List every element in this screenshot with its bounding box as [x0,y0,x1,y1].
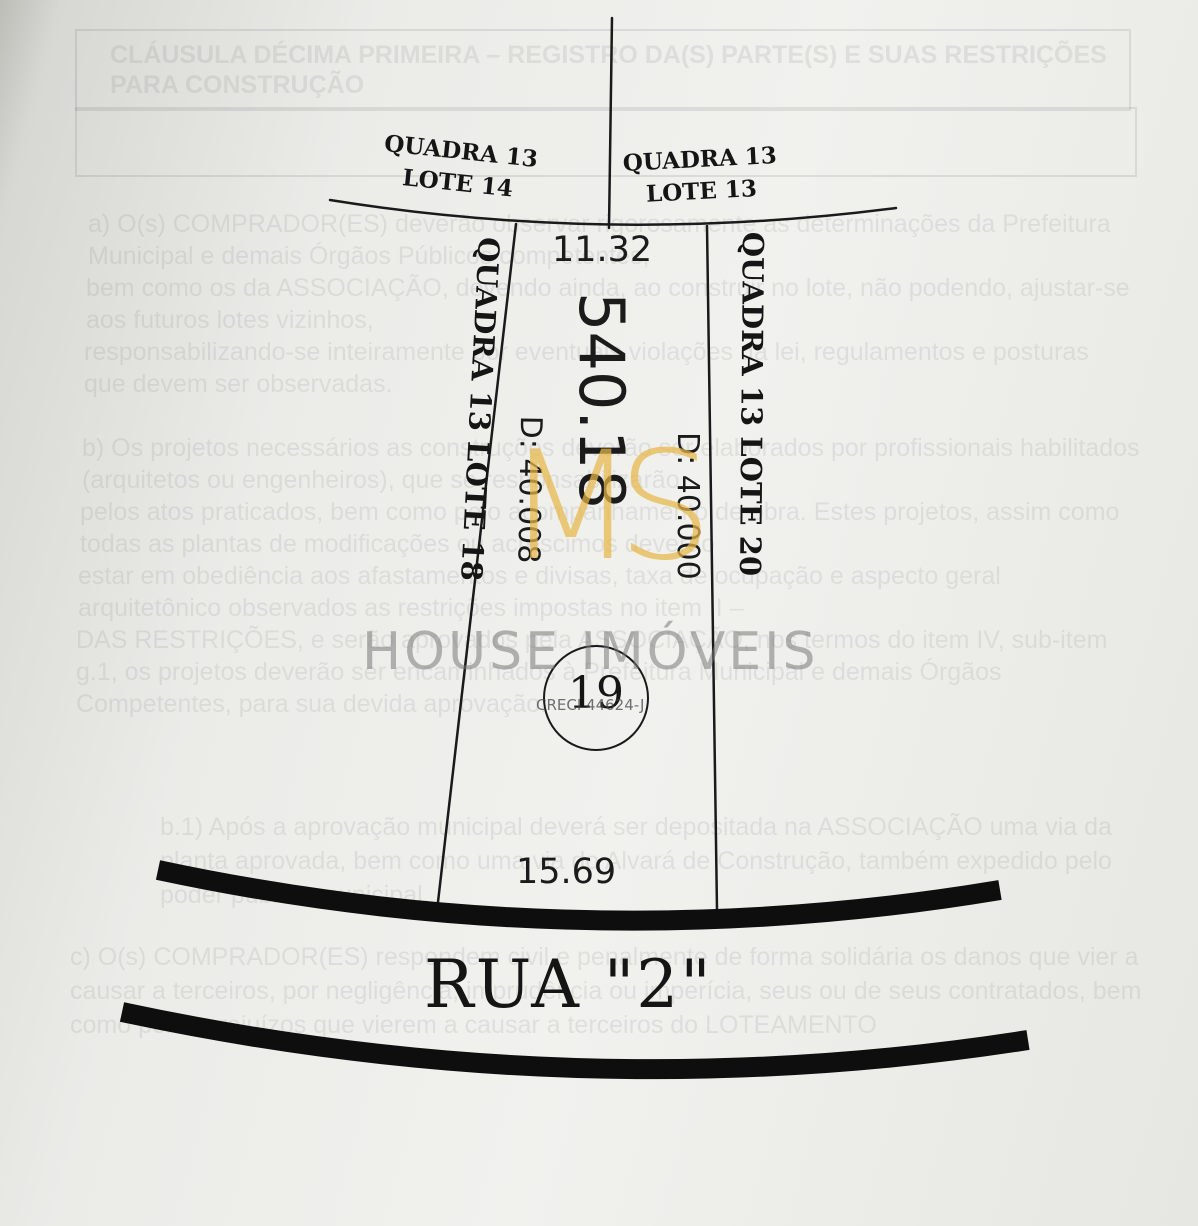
background-subheading-box [75,107,1137,177]
background-paragraph: b) Os projetos necessários as construçõe… [82,434,1140,494]
background-paragraph: a) O(s) COMPRADOR(ES) deverão observar r… [88,210,1111,270]
background-heading-box [75,29,1131,111]
back-dimension-label: 15.69 [516,852,617,892]
adjacent-lot-top-right: QUADRA 13 LOTE 13 [622,140,779,212]
adjacent-lot-right: QUADRA 13 LOTE 20 [732,231,770,577]
background-paragraph: c) O(s) COMPRADOR(ES) respondem civil e … [70,943,1142,1039]
background-paragraph: pelos atos praticados, bem como pelo aco… [80,498,1120,558]
street-name-label: RUA "2" [424,946,713,1023]
top-divider-line [607,16,614,230]
background-heading: CLÁUSULA DÉCIMA PRIMEIRA – REGISTRO DA(S… [110,41,1107,99]
background-paragraph: bem como os da ASSOCIAÇÃO, devendo ainda… [86,274,1130,334]
lot-number-label: 19 [568,668,624,719]
street-curb-bottom [119,1002,1030,1080]
background-paragraph: responsabilizando-se inteiramente por ev… [84,338,1089,398]
front-dimension-label: 11.32 [552,230,653,270]
plot-front-boundary [328,198,898,226]
street-curb-top [155,860,1002,931]
watermark-creci: CRECI 44624-J [536,696,645,714]
lot-number-circle [543,645,649,751]
background-paragraph: estar em obediência aos afastamentos e d… [78,562,1001,622]
plot-left-boundary [436,222,518,904]
watermark-brand: HOUSE IMÓVEIS [362,622,819,682]
plot-right-boundary [705,224,719,912]
watermark-monogram: MS [506,420,713,594]
background-paragraph: DAS RESTRIÇÕES, e serão aprovados pela A… [76,626,1108,718]
